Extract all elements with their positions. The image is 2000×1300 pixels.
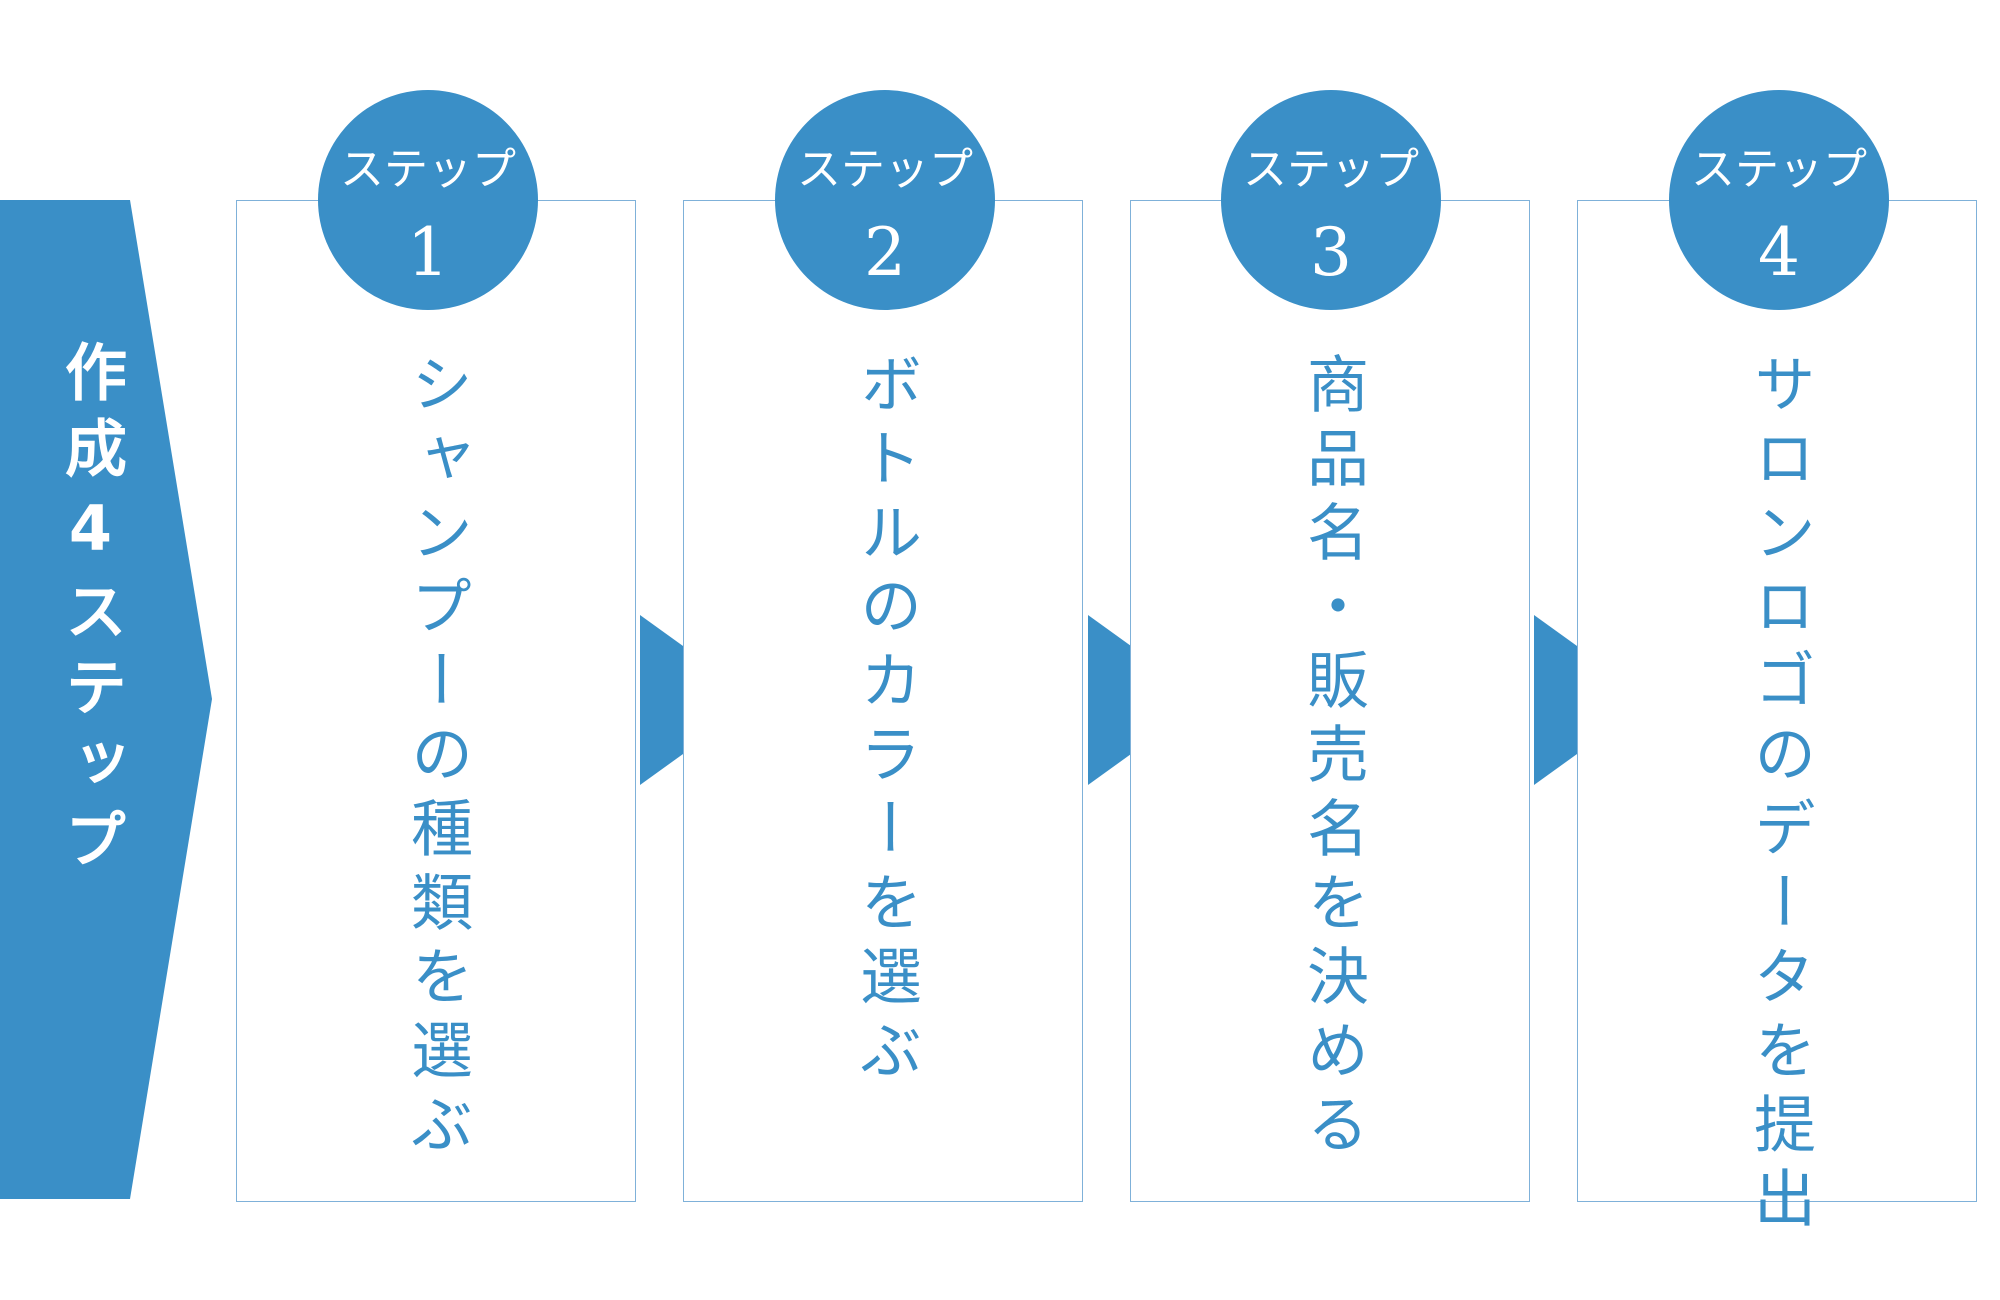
step-card-2 (683, 200, 1083, 1202)
step-badge-word: ステップ (1243, 144, 1419, 195)
step-badge-number: 2 (864, 214, 906, 291)
step-card-4 (1577, 200, 1977, 1202)
step-badge-3: ステップ 3 (1221, 90, 1441, 310)
step-card-1 (236, 200, 636, 1202)
step-badge-number: 3 (1310, 214, 1352, 291)
step-badge-word: ステップ (340, 144, 516, 195)
step-badge-number: 4 (1758, 214, 1800, 291)
step-badge-word: ステップ (797, 144, 973, 195)
step-text-2: ボトルのカラーを選ぶ (849, 352, 922, 1092)
step-badge-1: ステップ 1 (318, 90, 538, 310)
step-badge-number: 1 (407, 214, 449, 291)
step-badge-word: ステップ (1691, 144, 1867, 195)
step-text-3: 商品名・販売名を決める (1296, 352, 1369, 1166)
step-text-1: シャンプーの種類を選ぶ (400, 352, 473, 1166)
title-banner-shape (0, 200, 212, 1199)
step-badge-2: ステップ 2 (775, 90, 995, 310)
title-label: 作成4ステップ (54, 340, 127, 883)
title-banner (0, 200, 212, 1199)
step-text-4: サロンロゴのデータを提出 (1743, 352, 1816, 1240)
step-card-3 (1130, 200, 1530, 1202)
step-badge-4: ステップ 4 (1669, 90, 1889, 310)
